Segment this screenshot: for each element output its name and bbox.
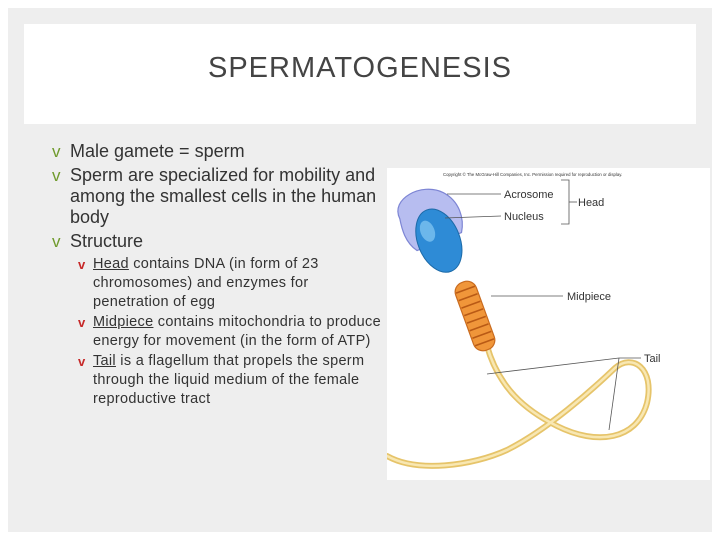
bullet-item: v Sperm are specialized for mobility and… [52, 165, 382, 228]
bullet-item: v Male gamete = sperm [52, 141, 382, 162]
term-midpiece: Midpiece [93, 314, 154, 330]
sub-bullet-text: Tail is a flagellum that propels the spe… [93, 353, 365, 407]
bullet-text: Sperm are specialized for mobility and a… [70, 165, 377, 227]
bullet-icon: v [52, 142, 61, 161]
sub-bullet-item: v Midpiece contains mitochondria to prod… [78, 313, 382, 351]
tail-shape [384, 343, 652, 469]
sub-bullet-icon: v [78, 315, 86, 330]
label-tail: Tail [644, 353, 661, 365]
bullet-icon: v [52, 232, 61, 251]
label-nucleus: Nucleus [504, 211, 544, 223]
sub-bullet-text: Midpiece contains mitochondria to produc… [93, 314, 381, 349]
term-tail: Tail [93, 353, 116, 369]
label-head: Head [578, 197, 604, 209]
sub-bullet-text: Head contains DNA (in form of 23 chromos… [93, 256, 319, 310]
bullet-list: v Male gamete = sperm v Sperm are specia… [52, 141, 382, 410]
label-midpiece: Midpiece [567, 291, 611, 303]
sub-bullet-item: v Head contains DNA (in form of 23 chrom… [78, 255, 382, 312]
title-band [24, 24, 696, 124]
term-head: Head [93, 256, 129, 272]
sub-bullet-icon: v [78, 354, 86, 369]
sperm-diagram: Copyright © The McGraw-Hill Companies, I… [384, 168, 710, 480]
bullet-text: Male gamete = sperm [70, 141, 245, 161]
bullet-item: v Structure [52, 231, 382, 252]
bullet-text: Structure [70, 231, 144, 251]
label-acrosome: Acrosome [504, 189, 554, 201]
sub-bullet-item: v Tail is a flagellum that propels the s… [78, 352, 382, 409]
sub-bullet-icon: v [78, 257, 86, 272]
midpiece-shape [454, 280, 496, 352]
bullet-icon: v [52, 166, 61, 185]
slide-title: SPERMATOGENESIS [208, 52, 512, 84]
figure-copyright: Copyright © The McGraw-Hill Companies, I… [443, 172, 622, 177]
head-shape [397, 188, 463, 273]
